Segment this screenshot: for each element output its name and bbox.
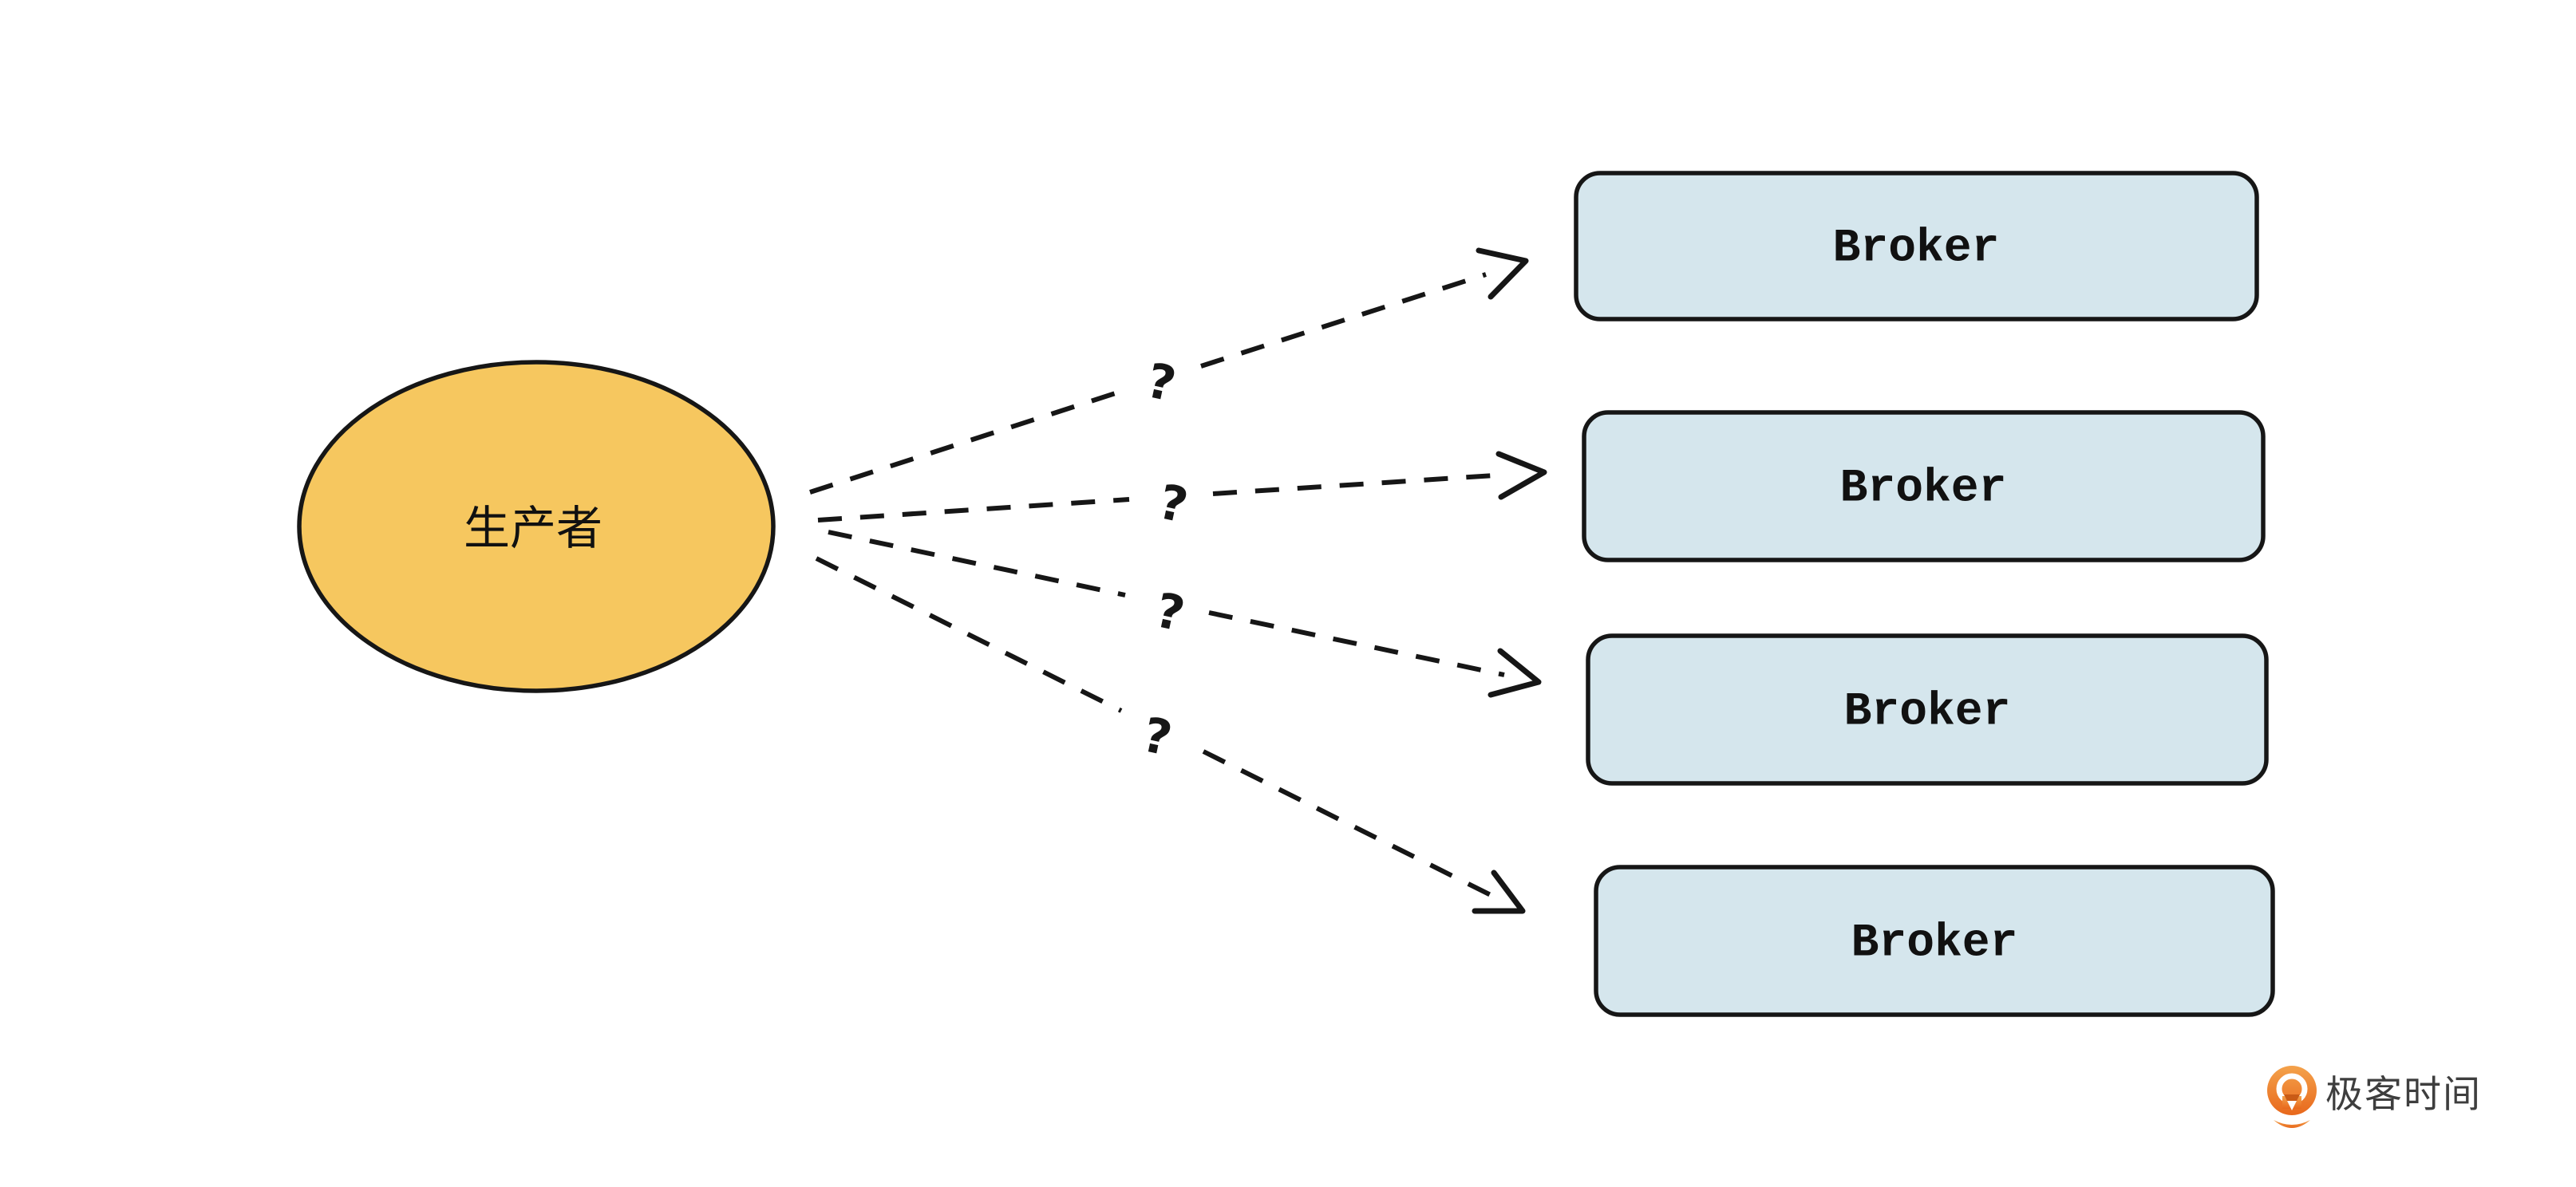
arrowhead-2-icon [1495,451,1547,500]
broker-2-label: Broker [1840,463,2007,515]
broker-3-label: Broker [1844,687,2011,739]
arrowhead-4-icon [1472,870,1526,914]
connection-labels: ? ? ? ? [1138,353,1193,767]
connection-2-segment-b [1212,472,1507,496]
broker-3-box [1586,633,2269,786]
broker-1-box [1574,171,2259,321]
broker-node-3: Broker [1586,633,2269,786]
connection-lines [809,247,1547,914]
connection-2-label: ? [1154,474,1193,534]
broker-nodes: Broker Broker Broker Broker [1574,171,2275,1017]
broker-2-box [1582,410,2266,562]
geektime-logo: 极客时间 [2267,1066,2482,1128]
connection-2-segment-a [817,497,1130,523]
arrowhead-1-icon [1476,247,1529,300]
connection-4-segment-a [815,556,1123,713]
broker-node-1: Broker [1574,171,2259,321]
connection-3-label: ? [1151,582,1190,643]
producer-label: 生产者 [464,501,603,555]
connection-3-segment-b [1208,610,1505,677]
producer-node: 生产者 [297,360,776,693]
connection-4-label: ? [1138,707,1177,767]
connection-1-label: ? [1142,353,1181,413]
connection-1-segment-b [1200,272,1487,369]
geektime-logo-text: 极客时间 [2325,1073,2482,1117]
connection-4-segment-b [1202,749,1492,897]
arrowhead-3-icon [1488,648,1542,698]
producer-ellipse [297,360,776,693]
connection-3-segment-a [828,530,1126,597]
broker-4-box [1594,865,2275,1017]
geektime-logo-icon [2267,1066,2317,1128]
broker-node-4: Broker [1594,865,2275,1017]
connection-1-segment-a [809,388,1126,495]
broker-node-2: Broker [1582,410,2266,562]
broker-1-label: Broker [1833,223,2000,275]
broker-4-label: Broker [1851,918,2018,970]
